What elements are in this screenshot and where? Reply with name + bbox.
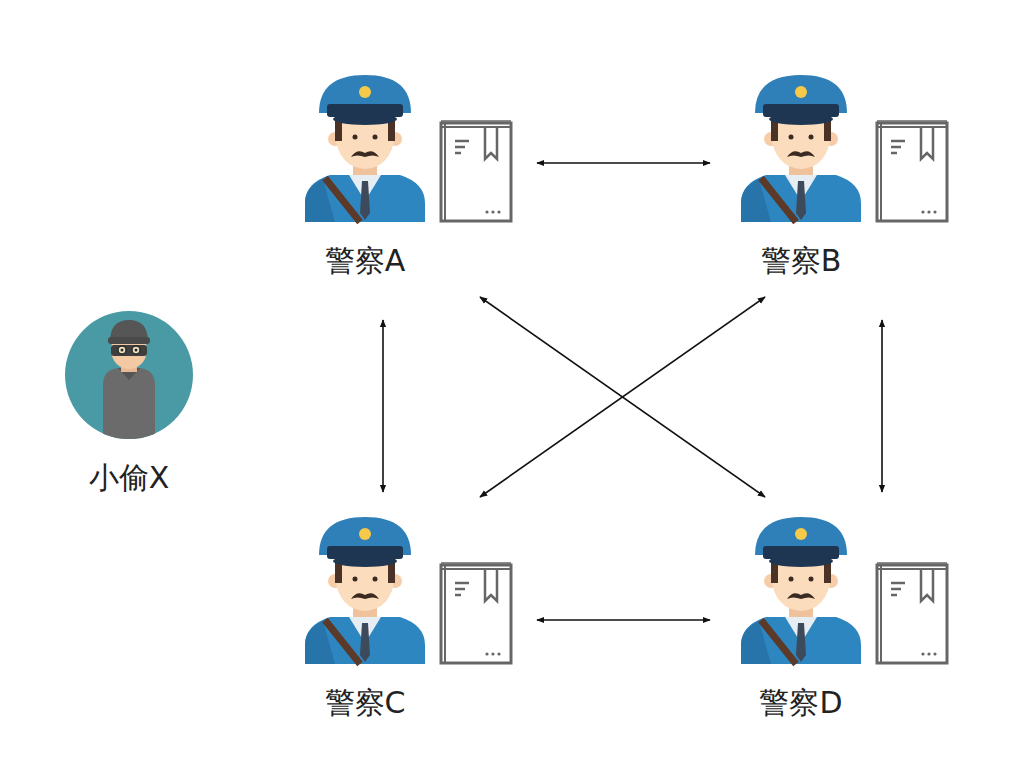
node-label: 警察A	[325, 243, 406, 279]
police-node: 警察C	[305, 517, 515, 727]
double-arrow	[382, 320, 384, 492]
police-figure	[305, 517, 511, 664]
thief-figure	[65, 311, 193, 440]
node-label: 警察C	[325, 685, 406, 721]
police-figure	[305, 75, 511, 222]
node-label: 警察D	[759, 685, 842, 721]
police-node: 警察D	[741, 517, 951, 727]
double-arrow	[480, 297, 765, 497]
node-label: 小偷X	[89, 460, 170, 496]
police-figure	[741, 75, 947, 222]
police-figure	[741, 517, 947, 664]
double-arrow	[537, 619, 710, 621]
double-arrow	[537, 162, 710, 164]
double-arrow	[881, 320, 883, 492]
police-node: 警察B	[741, 75, 951, 285]
double-arrow	[480, 297, 765, 497]
node-label: 警察B	[761, 243, 842, 279]
thief-node: 小偷X	[64, 310, 194, 500]
police-node: 警察A	[305, 75, 515, 285]
